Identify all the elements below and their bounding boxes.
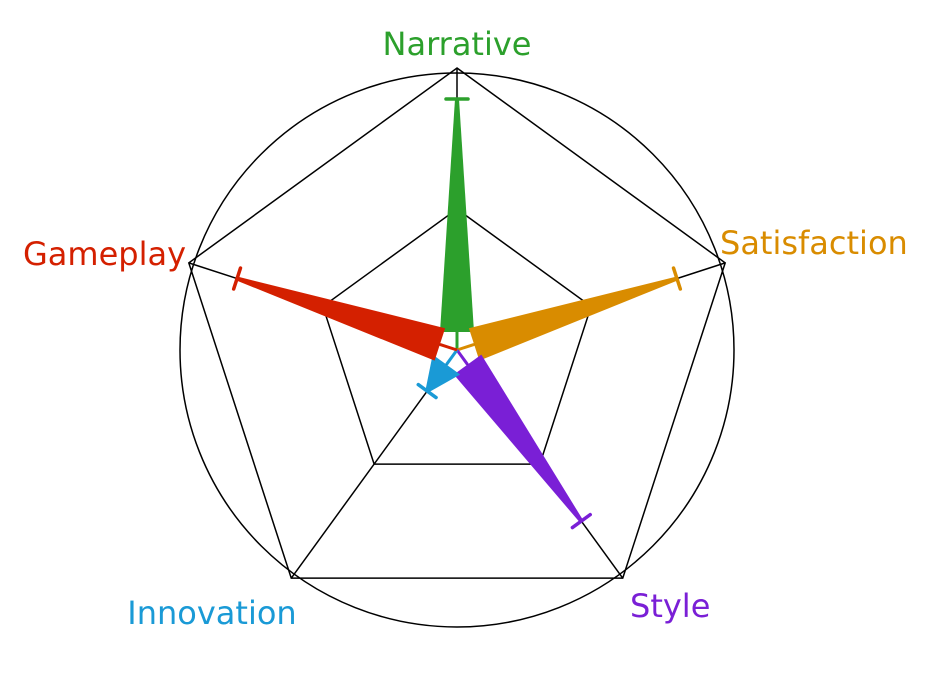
petal-innovation [425,354,461,393]
axis-label-satisfaction: Satisfaction [720,224,908,262]
petal-satisfaction [468,276,678,361]
petal-gameplay [236,276,446,361]
petal-cap-gameplay [231,266,243,291]
petal-style [453,354,583,523]
axis-label-innovation: Innovation [127,594,296,632]
petal-stem-gameplay [439,343,458,352]
outer-pentagon [187,67,727,579]
axis-label-narrative: Narrative [383,25,532,63]
petal-stem-style [455,349,469,366]
axis-label-gameplay: Gameplay [23,235,186,273]
petal-cap-innovation [416,382,438,400]
petal-stem-innovation [445,349,459,366]
data-petals [231,97,683,530]
petal-narrative [440,99,474,333]
inner-pentagon [322,208,592,465]
axis-label-style: Style [630,587,710,625]
petal-stem-satisfaction [456,343,475,352]
petal-cap-satisfaction [671,266,683,291]
petal-cap-style [570,512,592,530]
